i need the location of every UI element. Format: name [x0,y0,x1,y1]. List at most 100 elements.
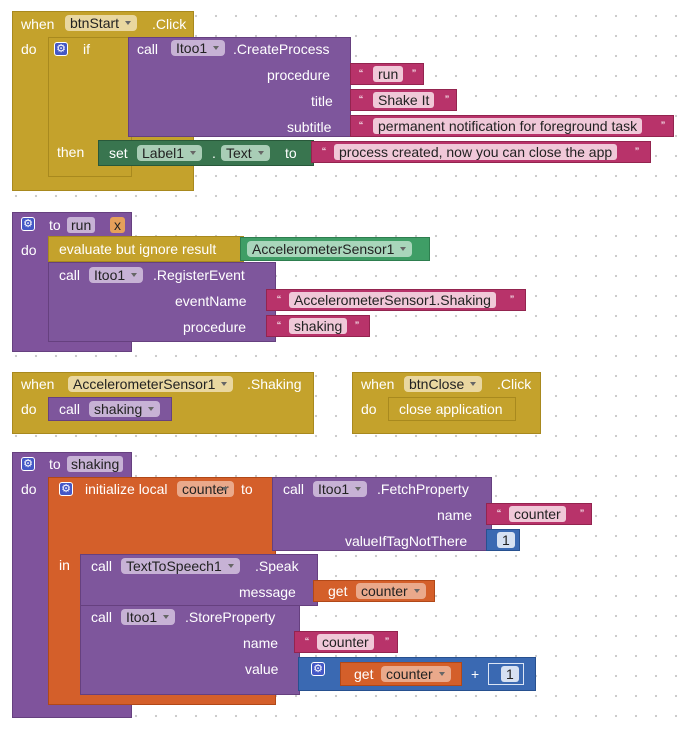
set-label1-text-block[interactable]: set Label1 . Text to [98,140,314,166]
call-keyword: call [91,558,113,574]
do-keyword: do [21,481,37,497]
accelerometer-dropdown[interactable]: AccelerometerSensor1 [247,241,413,257]
initialize-label: initialize local [85,481,168,497]
close-quote-icon: ” [510,293,514,307]
subtitle-label: subtitle [287,119,332,135]
procedure-name-run[interactable]: run [67,217,96,233]
procedure-name-shaking[interactable]: shaking [67,456,124,472]
text-value-process-created[interactable]: process created, now you can close the a… [334,144,618,160]
counter-variable-name[interactable]: counter [177,481,234,497]
mutator-gear-icon[interactable]: ⚙ [59,482,73,496]
evaluate-ignore-block[interactable]: evaluate but ignore result [48,236,244,262]
do-keyword: do [21,41,37,57]
do-keyword: do [21,242,37,258]
mutator-gear-icon[interactable]: ⚙ [21,457,35,471]
call-speak-block[interactable]: call TextToSpeech1 .Speak message [80,554,318,606]
open-quote-icon: “ [277,319,281,333]
call-keyword: call [283,481,305,497]
createprocess-method: .CreateProcess [233,41,330,57]
counter-get-dropdown[interactable]: counter [381,666,451,682]
shaking-event-label: .Shaking [247,376,302,392]
to-keyword: to [285,145,297,161]
call-keyword: call [137,41,159,57]
close-quote-icon: ” [635,145,639,159]
btnstart-dropdown[interactable]: btnStart [65,15,138,31]
text-value-subtitle[interactable]: permanent notification for foreground ta… [373,118,643,134]
btnclose-dropdown[interactable]: btnClose [404,376,483,392]
open-quote-icon: “ [359,67,363,81]
text-block-shake-it[interactable]: “ Shake It ” [350,89,457,111]
procedure-label: procedure [183,319,247,335]
text-value-counter-store[interactable]: counter [317,634,374,650]
call-keyword: call [59,401,81,417]
shaking-procedure-dropdown[interactable]: shaking [89,401,161,417]
to-keyword: to [49,456,61,472]
message-label: message [239,584,296,600]
do-keyword: do [361,401,377,417]
text-block-counter[interactable]: “ counter ” [486,503,592,525]
label1-dropdown[interactable]: Label1 [137,145,203,161]
call-fetchproperty-block[interactable]: call Itoo1 .FetchProperty name valueIfTa… [272,477,492,551]
text-value-shaking[interactable]: shaking [289,318,348,334]
eventname-label: eventName [175,293,247,309]
get-counter-add-block[interactable]: get counter [340,662,462,686]
get-keyword: get [328,583,348,599]
get-keyword: get [354,666,374,682]
open-quote-icon: “ [359,93,363,107]
title-label: title [311,93,333,109]
do-keyword: do [21,401,37,417]
storeproperty-method: .StoreProperty [185,609,276,625]
call-registerevent-block[interactable]: call Itoo1 .RegisterEvent eventName proc… [48,262,276,342]
text-block-eventname[interactable]: “ AccelerometerSensor1.Shaking ” [266,289,526,311]
call-shaking-block[interactable]: call shaking [48,397,172,421]
click-event-label: .Click [152,16,187,32]
text-property-dropdown[interactable]: Text [221,145,270,161]
call-keyword: call [91,609,113,625]
accelerometer-component-block[interactable]: AccelerometerSensor1 [240,237,430,261]
accelerometer-dropdown[interactable]: AccelerometerSensor1 [68,376,234,392]
itoo1-dropdown[interactable]: Itoo1 [171,40,226,56]
to-keyword: to [241,481,253,497]
call-createprocess-block[interactable]: call Itoo1 .CreateProcess procedure titl… [128,37,351,137]
open-quote-icon: “ [305,635,309,649]
text-value-eventname[interactable]: AccelerometerSensor1.Shaking [289,292,496,308]
number-value-1[interactable]: 1 [497,532,515,548]
call-storeproperty-block[interactable]: call Itoo1 .StoreProperty name value [80,605,300,695]
text-value-shake-it[interactable]: Shake It [373,92,435,108]
itoo1-dropdown[interactable]: Itoo1 [89,267,144,283]
texttospeech1-dropdown[interactable]: TextToSpeech1 [121,558,240,574]
mutator-gear-icon[interactable]: ⚙ [311,662,325,676]
itoo1-dropdown[interactable]: Itoo1 [121,609,176,625]
text-block-subtitle[interactable]: “ permanent notification for foreground … [350,115,674,137]
text-block-shaking[interactable]: “ shaking ” [266,315,370,337]
param-x[interactable]: x [110,217,125,233]
number-block-add-1[interactable]: 1 [488,663,524,685]
name-label: name [437,507,473,523]
close-application-block[interactable]: close application [388,397,516,421]
when-keyword: when [361,376,395,392]
text-block-process-created[interactable]: “ process created, now you can close the… [311,141,651,163]
close-quote-icon: ” [412,67,416,81]
open-quote-icon: “ [322,145,326,159]
get-counter-block[interactable]: get counter [313,580,435,602]
then-keyword: then [57,144,85,160]
plus-operator: + [471,666,480,682]
mutator-gear-icon[interactable]: ⚙ [21,217,35,231]
text-block-run[interactable]: “ run ” [350,63,424,85]
close-quote-icon: ” [385,635,389,649]
speak-method: .Speak [255,558,299,574]
open-quote-icon: “ [359,119,363,133]
procedure-label: procedure [267,67,331,83]
number-block-1[interactable]: 1 [486,529,520,551]
mutator-gear-icon[interactable]: ⚙ [54,42,68,56]
itoo1-dropdown[interactable]: Itoo1 [313,481,368,497]
valueiftagnotthere-label: valueIfTagNotThere [345,533,468,549]
text-block-counter-store[interactable]: “ counter ” [294,631,398,653]
when-keyword: when [21,376,55,392]
text-value-counter[interactable]: counter [509,506,566,522]
close-quote-icon: ” [445,93,449,107]
number-value-add-1[interactable]: 1 [501,666,519,682]
set-keyword: set [109,145,128,161]
counter-get-dropdown[interactable]: counter [356,583,426,599]
text-value-run[interactable]: run [373,66,404,82]
